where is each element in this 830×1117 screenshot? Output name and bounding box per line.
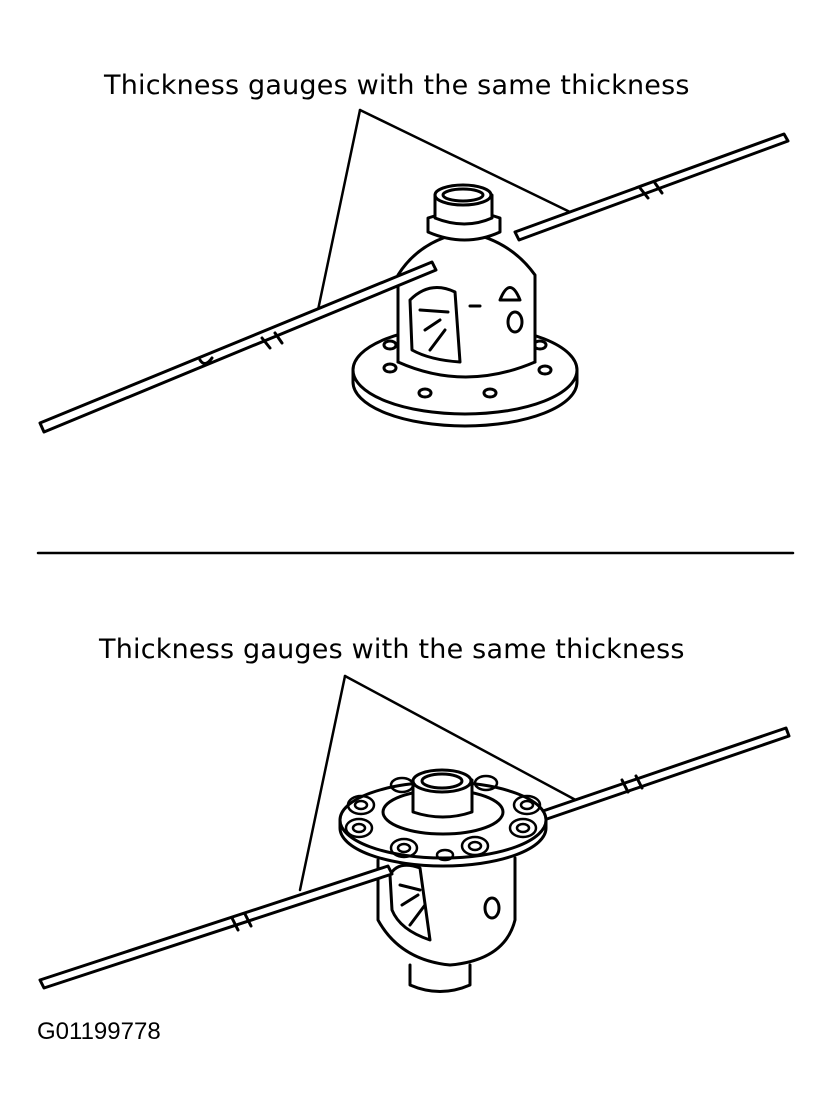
bottom-callout-label: Thickness gauges with the same thickness (99, 634, 685, 665)
top-case-hub (426, 183, 502, 242)
bottom-ring-flange (338, 774, 548, 868)
bottom-case-hub (411, 768, 474, 819)
bottom-left-gauge (38, 864, 394, 990)
bottom-leader-lines (298, 674, 587, 892)
top-diagram (38, 108, 790, 434)
top-callout-label: Thickness gauges with the same thickness (104, 70, 690, 101)
bottom-case-body (376, 856, 517, 993)
figure-code: G01199778 (37, 1018, 161, 1045)
top-right-gauge (513, 132, 790, 242)
top-case-body (396, 230, 537, 379)
bottom-diagram (38, 674, 791, 993)
top-left-gauge (38, 260, 438, 434)
bottom-right-gauge (538, 726, 791, 822)
top-leader-lines (316, 108, 572, 312)
